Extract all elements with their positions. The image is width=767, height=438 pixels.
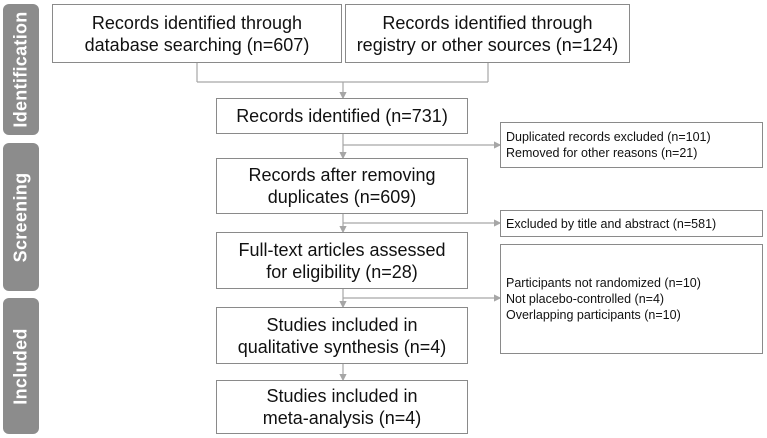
records-after-duplicates-line1: Records after removing [248, 165, 436, 185]
full-text-excluded-line2: Not placebo-controlled (n=4) [506, 292, 665, 306]
full-text-assessed-box: Full-text articles assessed for eligibil… [216, 232, 468, 289]
duplicates-excluded-line2: Removed for other reasons (n=21) [506, 146, 698, 160]
full-text-excluded-line3: Overlapping participants (n=10) [506, 308, 681, 322]
phase-identification: Identification [3, 4, 39, 135]
duplicates-excluded-line1: Duplicated records excluded (n=101) [506, 130, 711, 144]
database-search-line1: Records identified through [91, 12, 303, 33]
qualitative-synthesis-box: Studies included in qualitative synthesi… [216, 307, 468, 364]
full-text-excluded-box: Participants not randomized (n=10) Not p… [500, 244, 763, 354]
records-identified-label: Records identified (n=731) [236, 106, 448, 126]
meta-analysis-line2: meta-analysis (n=4) [262, 408, 422, 428]
phase-screening-label: Screening [10, 172, 31, 262]
title-abstract-excluded-line1: Excluded by title and abstract (n=581) [506, 216, 717, 231]
title-abstract-excluded-box: Excluded by title and abstract (n=581) [500, 210, 763, 237]
meta-analysis-box: Studies included in meta-analysis (n=4) [216, 380, 468, 434]
records-identified-box: Records identified (n=731) [216, 98, 468, 134]
meta-analysis-line1: Studies included in [266, 386, 418, 406]
records-after-duplicates-box: Records after removing duplicates (n=609… [216, 158, 468, 214]
full-text-assessed-line1: Full-text articles assessed [238, 239, 446, 260]
registry-search-line2: registry or other sources (n=124) [356, 34, 619, 55]
phase-identification-label: Identification [10, 11, 31, 128]
registry-search-line1: Records identified through [382, 12, 593, 33]
records-after-duplicates-line2: duplicates (n=609) [267, 187, 417, 207]
phase-screening: Screening [3, 143, 39, 291]
phase-included-label: Included [10, 327, 31, 405]
database-search-box: Records identified through database sear… [52, 4, 342, 63]
database-search-line2: database searching (n=607) [84, 34, 310, 55]
qualitative-synthesis-line2: qualitative synthesis (n=4) [237, 336, 447, 357]
phase-included: Included [3, 298, 39, 434]
full-text-assessed-line2: for eligibility (n=28) [266, 261, 418, 282]
registry-search-box: Records identified through registry or o… [345, 4, 630, 63]
full-text-excluded-line1: Participants not randomized (n=10) [506, 276, 701, 290]
qualitative-synthesis-line1: Studies included in [266, 314, 418, 335]
duplicates-excluded-box: Duplicated records excluded (n=101) Remo… [500, 122, 763, 168]
